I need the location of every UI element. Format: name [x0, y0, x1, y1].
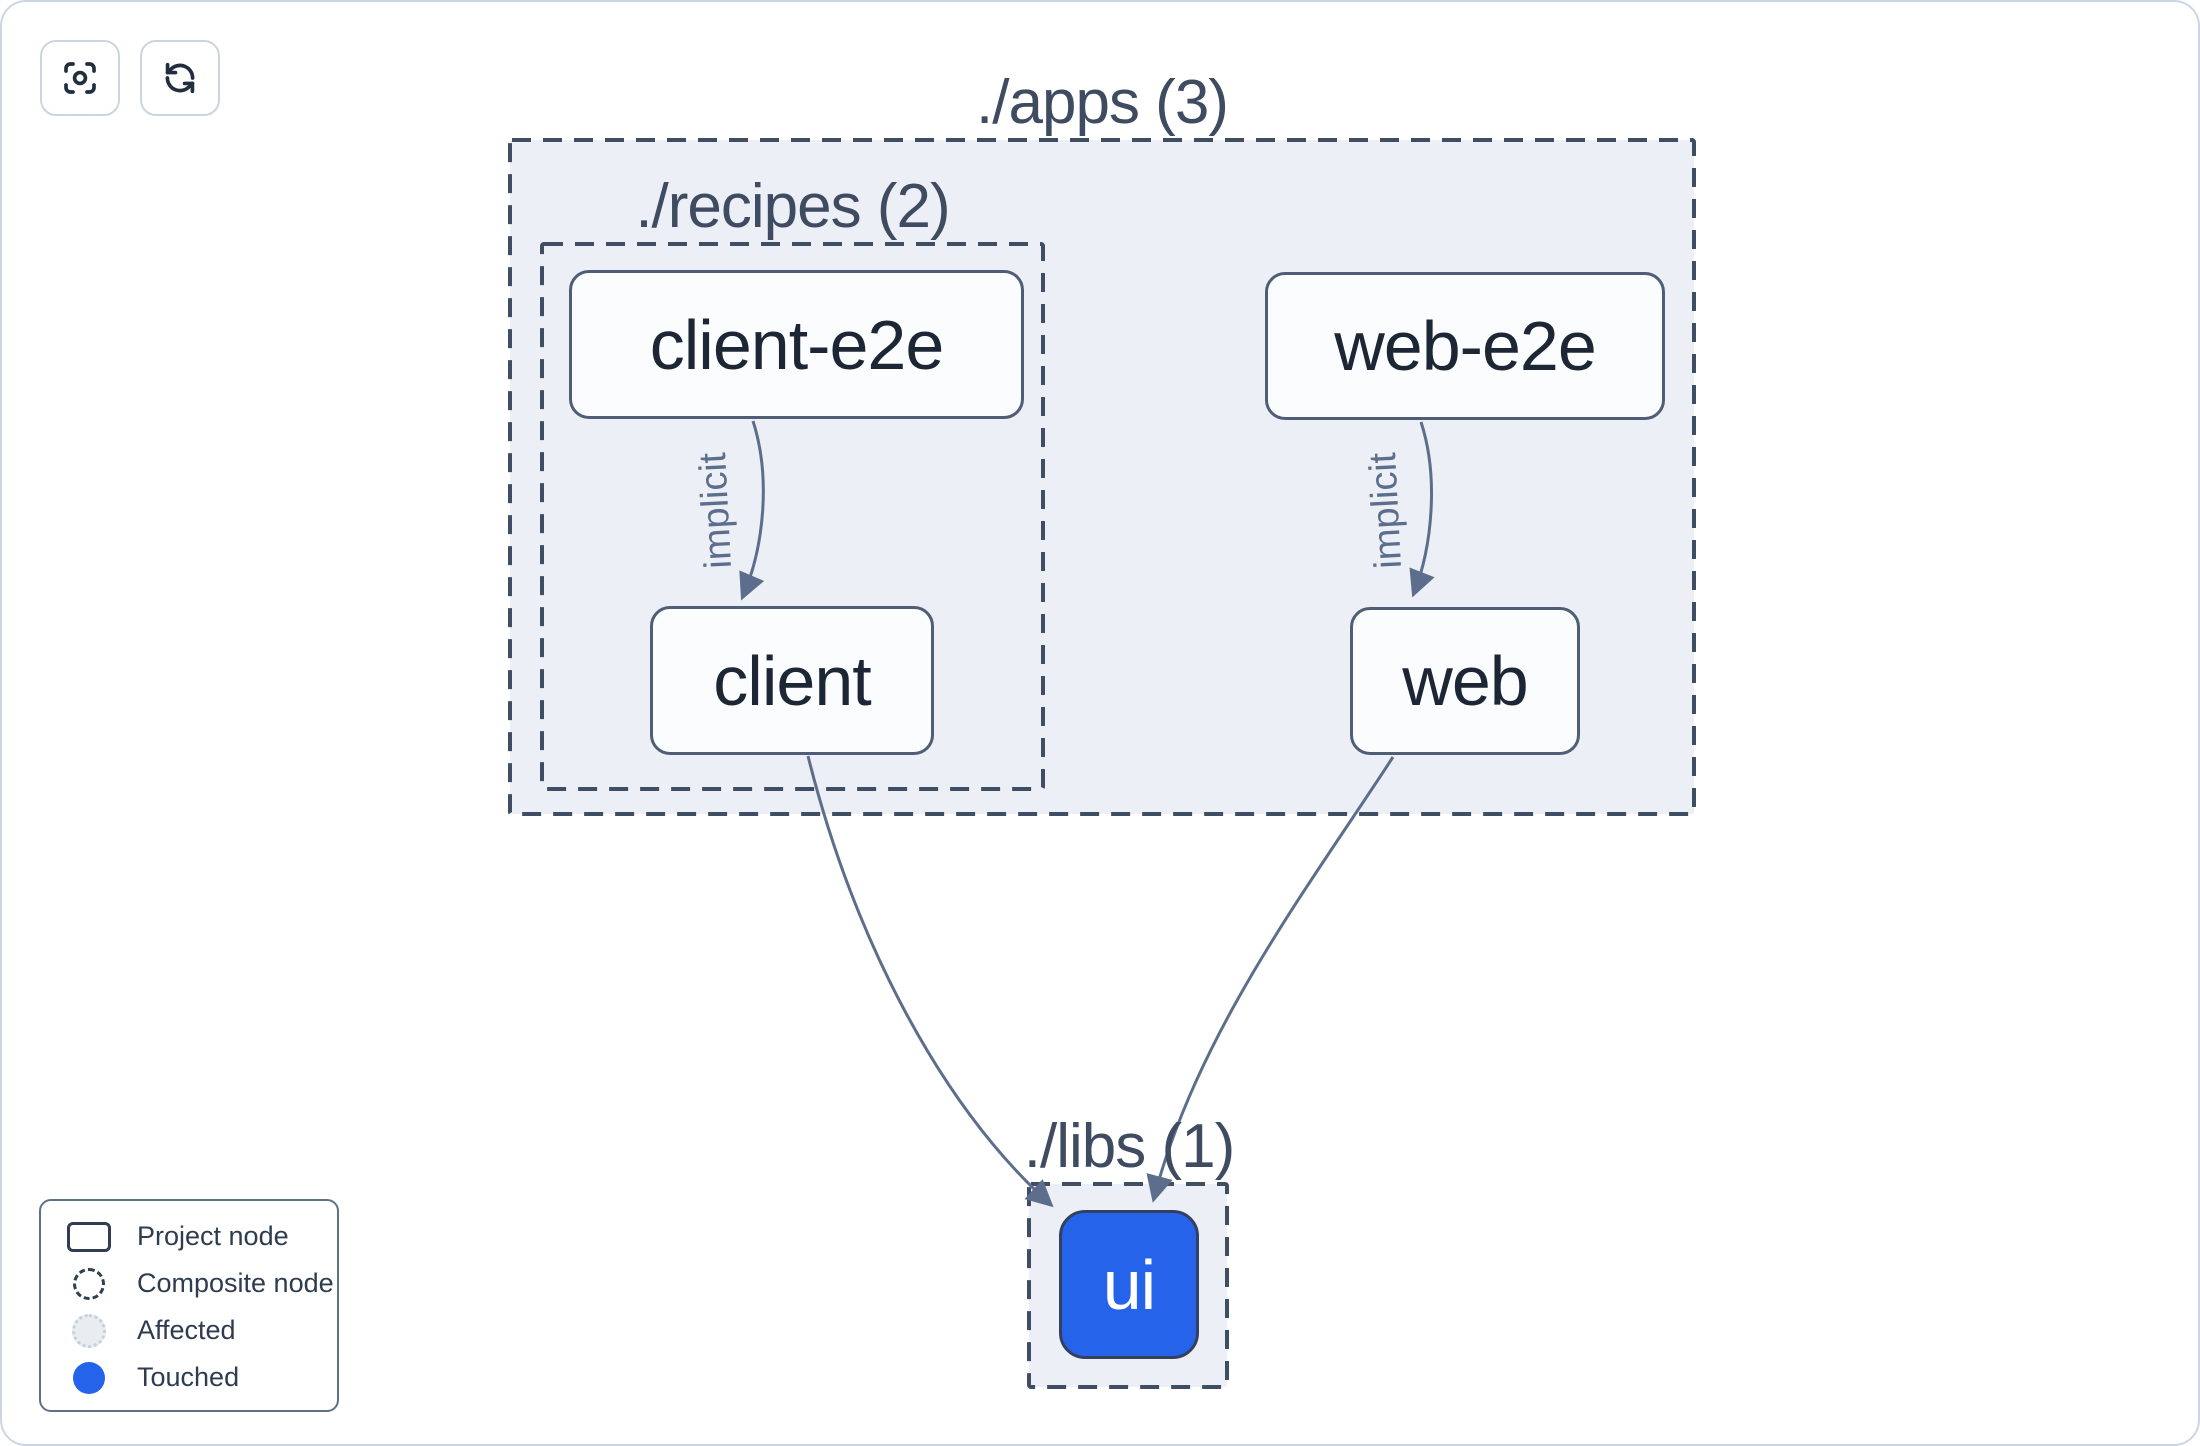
legend-label: Affected	[137, 1315, 236, 1345]
graph-legend: Project node Composite node Affected Tou…	[39, 1199, 339, 1412]
edge-client-to-ui[interactable]	[806, 755, 1054, 1208]
affected-swatch	[72, 1313, 106, 1348]
legend-item-composite-node: Composite node	[65, 1260, 337, 1307]
group-label-recipes[interactable]: ./recipes (2)	[635, 172, 950, 241]
edge-label-implicit-web[interactable]: implicit	[1362, 451, 1410, 570]
composite-node-swatch	[73, 1267, 105, 1300]
touched-swatch	[73, 1361, 105, 1394]
node-web-e2e[interactable]: web-e2e	[1265, 272, 1665, 420]
node-web[interactable]: web	[1350, 607, 1580, 755]
refresh-icon	[159, 57, 201, 99]
refresh-button[interactable]	[140, 40, 220, 116]
edge-web-e2e-to-web[interactable]	[1409, 421, 1435, 598]
node-ui[interactable]: ui	[1059, 1210, 1199, 1359]
project-node-swatch	[67, 1221, 111, 1252]
legend-label: Touched	[137, 1362, 240, 1392]
node-client-e2e[interactable]: client-e2e	[569, 270, 1024, 419]
edge-label-implicit-client[interactable]: implicit	[692, 451, 740, 570]
legend-item-project-node: Project node	[65, 1213, 337, 1260]
legend-item-affected: Affected	[65, 1307, 337, 1354]
node-client[interactable]: client	[650, 606, 934, 755]
group-label-libs[interactable]: ./libs (1)	[1023, 1112, 1235, 1181]
edge-client-e2e-to-client[interactable]	[739, 420, 765, 601]
legend-label: Composite node	[137, 1268, 334, 1298]
focus-button[interactable]	[40, 40, 120, 116]
legend-item-touched: Touched	[65, 1354, 337, 1401]
edge-web-to-ui[interactable]	[1146, 756, 1395, 1203]
graph-toolbar	[40, 40, 220, 116]
group-label-apps[interactable]: ./apps (3)	[976, 68, 1229, 137]
crosshair-focus-icon	[59, 57, 101, 99]
legend-label: Project node	[137, 1221, 289, 1251]
